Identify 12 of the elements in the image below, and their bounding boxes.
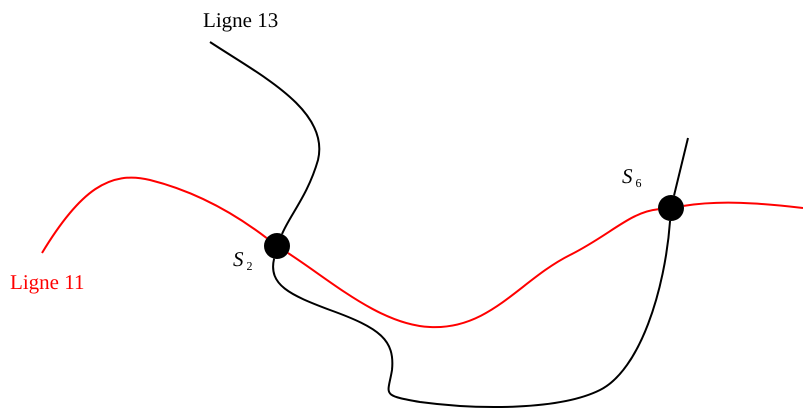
- station-dot: [264, 233, 290, 259]
- station-name: S$_{6}$: [622, 166, 642, 189]
- route-line: [41, 176, 268, 254]
- station-name: S$_{2}$: [233, 249, 252, 272]
- route-line: [287, 208, 658, 328]
- route-line: [272, 220, 672, 408]
- route-line: [684, 202, 803, 209]
- line-name: Ligne 11: [10, 272, 84, 293]
- route-line: [673, 138, 689, 196]
- station-dot: [658, 195, 684, 221]
- line-name: Ligne 13: [203, 10, 278, 31]
- route-line: [209, 41, 320, 234]
